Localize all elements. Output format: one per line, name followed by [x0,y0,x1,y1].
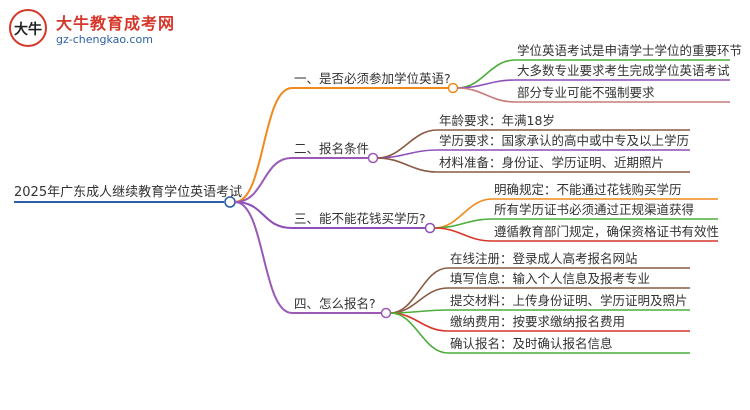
leaf-connector [457,87,516,103]
branch-topic: 三、能不能花钱买学历? [294,211,426,226]
branch-connector [234,87,293,203]
branch-node-dot [424,222,436,234]
leaf-topic: 提交材料：上传身份证明、学历证明及照片 [450,293,688,308]
leaf-connector [377,157,438,173]
leaf-topic: 部分专业可能不强制要求 [517,85,655,100]
leaf-topic: 所有学历证书必须通过正规渠道获得 [494,202,695,217]
branch-topic: 一、是否必须参加学位英语? [294,71,451,86]
leaf-connector [390,312,449,332]
branch-connector [234,201,293,314]
leaf-topic: 材料准备：身份证、学历证明、近期照片 [439,155,665,170]
leaf-connector [390,267,449,314]
branch-topic: 四、怎么报名? [294,296,376,311]
leaf-topic: 遵循教育部门规定，确保资格证书有效性 [494,224,720,239]
logo-mark-icon: 大牛 [9,9,47,47]
leaf-topic: 缴纳费用：按要求缴纳报名费用 [450,314,626,329]
branch-topic: 二、报名条件 [294,141,370,156]
leaf-topic: 确认报名：及时确认报名信息 [450,336,613,351]
leaf-topic: 学历要求：国家承认的高中或中专及以上学历 [439,133,690,148]
leaf-topic: 在线注册：登录成人高考报名网站 [450,251,638,266]
logo-url: gz-chengkao.com [56,33,153,46]
leaf-topic: 大多数专业要求考生完成学位英语考试 [517,63,730,78]
leaf-connector [377,149,438,159]
leaf-connector [434,227,493,242]
leaf-topic: 填写信息：输入个人信息及报考专业 [450,271,651,286]
branch-node-dot [367,152,379,164]
leaf-topic: 明确规定：不能通过花钱购买学历 [494,182,682,197]
leaf-topic: 学位英语考试是申请学士学位的重要环节 [517,43,743,58]
root-topic: 2025年广东成人继续教育学位英语考试 [14,185,243,200]
leaf-connector [457,79,516,89]
leaf-topic: 年龄要求：年满18岁 [439,113,555,128]
branch-connector [234,157,293,203]
leaf-connector [390,312,449,354]
logo-title: 大牛教育成考网 [56,14,176,33]
branch-connector [234,201,293,229]
site-logo[interactable]: 大牛 大牛教育成考网 gz-chengkao.com [8,6,178,54]
branch-node-dot [380,307,392,319]
logo-mark-text: 大牛 [14,21,42,38]
